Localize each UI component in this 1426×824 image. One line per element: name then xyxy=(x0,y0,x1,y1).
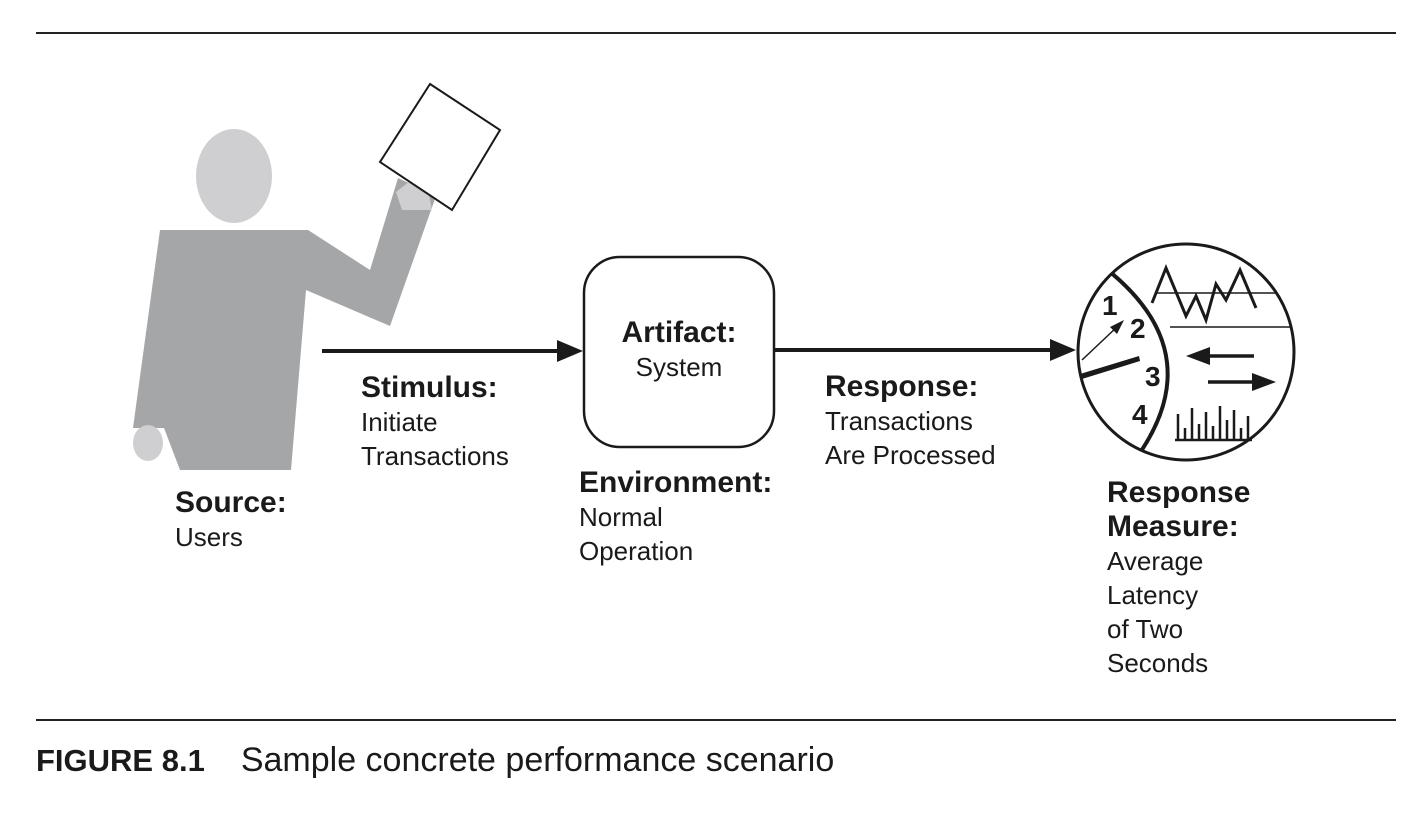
environment-heading: Environment: xyxy=(579,466,773,499)
response-label: Response: Transactions Are Processed xyxy=(825,370,996,472)
gauge-number-1: 1 xyxy=(1102,290,1118,321)
source-label: Source: Users xyxy=(175,486,287,554)
figure-title: Sample concrete performance scenario xyxy=(240,741,835,779)
stimulus-label: Stimulus: Initiate Transactions xyxy=(361,371,509,473)
response-line-2: Are Processed xyxy=(825,440,996,470)
stimulus-line-2: Transactions xyxy=(361,441,509,471)
response-heading: Response: xyxy=(825,370,979,403)
gauge-number-2: 2 xyxy=(1130,313,1146,344)
bar-histogram-icon xyxy=(1175,406,1252,442)
artifact-value: System xyxy=(635,352,723,382)
user-figure-icon xyxy=(133,82,502,470)
gauge-needle-small xyxy=(1081,325,1119,361)
artifact-heading: Artifact: xyxy=(621,316,737,349)
scenario-diagram: 1 2 3 4 xyxy=(133,82,1296,470)
top-rule xyxy=(36,32,1396,34)
response-measure-line-4: Seconds xyxy=(1107,648,1209,678)
figure-caption: FIGURE 8.1 Sample concrete performance sc… xyxy=(36,738,834,783)
response-measure-line-3: of Two xyxy=(1107,614,1184,644)
response-measure-heading-2: Measure: xyxy=(1107,510,1239,543)
person-left-hand xyxy=(133,425,163,461)
source-heading: Source: xyxy=(175,486,287,519)
person-body xyxy=(133,178,436,470)
environment-line-2: Operation xyxy=(579,536,694,566)
document-icon xyxy=(378,82,502,212)
person-head xyxy=(196,129,272,223)
bottom-rule xyxy=(36,719,1396,721)
response-measure-line-2: Latency xyxy=(1107,580,1199,610)
response-measure-heading-1: Response xyxy=(1107,476,1251,509)
artifact-label: Artifact: System xyxy=(584,316,774,384)
stimulus-heading: Stimulus: xyxy=(361,371,498,404)
response-line-1: Transactions xyxy=(825,406,973,436)
waveform-icon xyxy=(1150,264,1258,325)
stimulus-arrowhead xyxy=(557,340,583,362)
response-measure-gauge-icon: 1 2 3 4 xyxy=(1076,242,1296,462)
response-measure-label: Response Measure: Average Latency of Two… xyxy=(1107,476,1250,680)
gauge-needle xyxy=(1080,356,1140,379)
response-measure-line-1: Average xyxy=(1107,546,1204,576)
stimulus-line-1: Initiate xyxy=(361,407,438,437)
gauge-number-3: 3 xyxy=(1145,361,1161,392)
environment-label: Environment: Normal Operation xyxy=(579,466,772,568)
figure-number: FIGURE 8.1 xyxy=(36,743,205,778)
gauge-number-4: 4 xyxy=(1132,399,1148,430)
response-arrowhead xyxy=(1050,339,1076,361)
environment-line-1: Normal xyxy=(579,502,663,532)
source-value: Users xyxy=(175,522,243,552)
